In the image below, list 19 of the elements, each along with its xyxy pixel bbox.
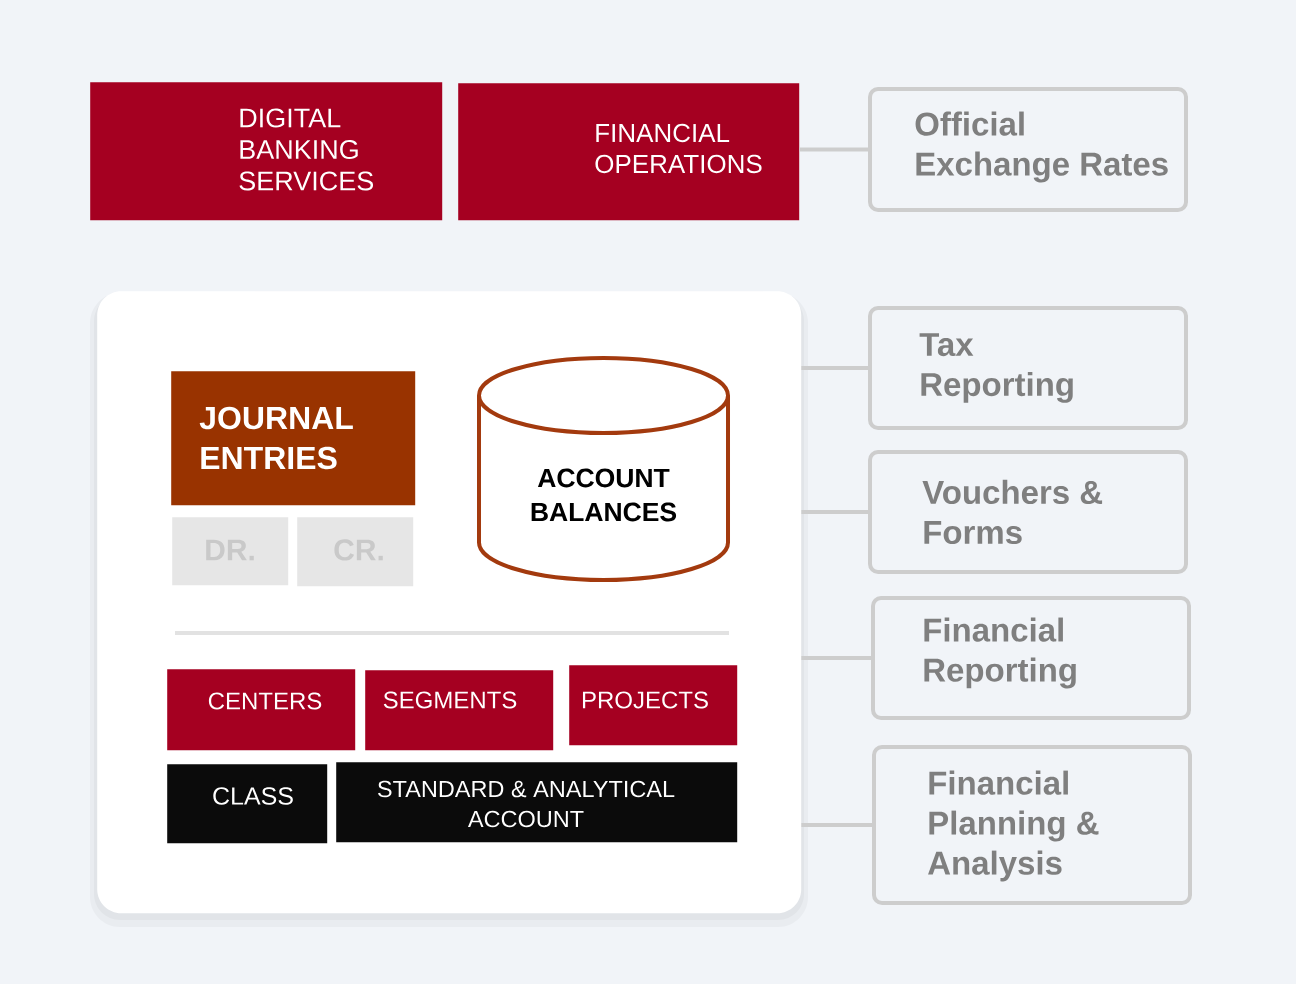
category-box: SEGMENTS [365,670,554,751]
connector-line [799,147,868,152]
connector-line [801,366,868,370]
header-box: DIGITAL BANKING SERVICES [90,82,443,221]
header-box: FINANCIAL OPERATIONS [458,83,800,221]
database-cylinder: ACCOUNT BALANCES [477,356,730,582]
category-box: PROJECTS [569,665,738,746]
connector-line [801,656,871,660]
output-box: Financial Planning & Analysis [872,745,1192,905]
output-box: Financial Reporting [871,596,1191,720]
output-box: Official Exchange Rates [868,87,1188,212]
output-box: Tax Reporting [868,306,1188,430]
account-box: STANDARD & ANALYTICAL ACCOUNT [336,762,738,843]
output-box: Vouchers & Forms [868,450,1188,574]
category-box: CENTERS [167,669,356,751]
connector-line [801,823,872,827]
heading-box: JOURNAL ENTRIES [171,371,416,506]
connector-line [801,510,868,514]
account-box: CLASS [167,764,328,844]
